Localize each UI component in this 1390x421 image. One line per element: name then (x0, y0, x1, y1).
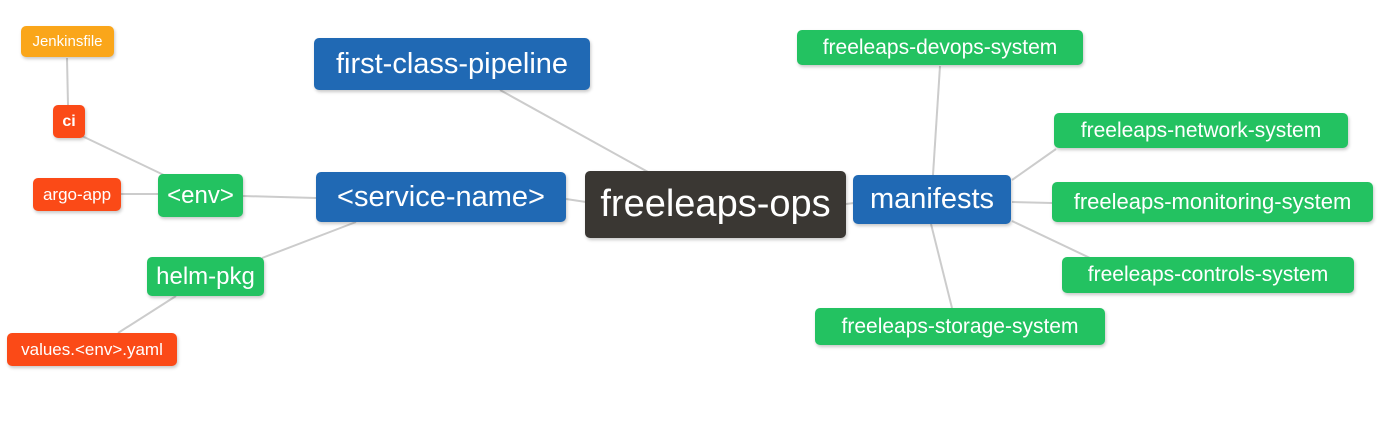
node-controls-system[interactable]: freeleaps-controls-system (1062, 257, 1354, 293)
node-ci[interactable]: ci (53, 105, 85, 138)
edge-manifests-network (1011, 148, 1057, 181)
edge-pipeline-root (499, 89, 649, 173)
node-first-class-pipeline[interactable]: first-class-pipeline (314, 38, 590, 90)
edge-manifests-monitoring (1011, 201, 1053, 204)
node-jenkinsfile[interactable]: Jenkinsfile (21, 26, 114, 57)
node-monitoring-system[interactable]: freeleaps-monitoring-system (1052, 182, 1373, 222)
edge-ci-env (81, 135, 169, 178)
edge-manifests-storage (930, 223, 953, 309)
edge-helm-pkg-service-name (261, 221, 357, 259)
node-root-freeleaps-ops[interactable]: freeleaps-ops (585, 171, 846, 238)
node-argo-app[interactable]: argo-app (33, 178, 121, 211)
node-storage-system[interactable]: freeleaps-storage-system (815, 308, 1105, 345)
edge-values-helm-pkg (117, 295, 177, 334)
edge-manifests-controls (1011, 220, 1091, 259)
node-network-system[interactable]: freeleaps-network-system (1054, 113, 1348, 148)
node-service-name[interactable]: <service-name> (316, 172, 566, 222)
node-devops-system[interactable]: freeleaps-devops-system (797, 30, 1083, 65)
edge-jenkinsfile-ci (66, 57, 69, 106)
edge-root-manifests (845, 202, 855, 205)
node-values-env-yaml[interactable]: values.<env>.yaml (7, 333, 177, 366)
node-helm-pkg[interactable]: helm-pkg (147, 257, 264, 296)
node-env[interactable]: <env> (158, 174, 243, 217)
edge-manifests-devops (932, 65, 941, 176)
edge-service-name-root (565, 198, 587, 203)
node-manifests[interactable]: manifests (853, 175, 1011, 224)
edge-env-service-name (242, 195, 317, 199)
